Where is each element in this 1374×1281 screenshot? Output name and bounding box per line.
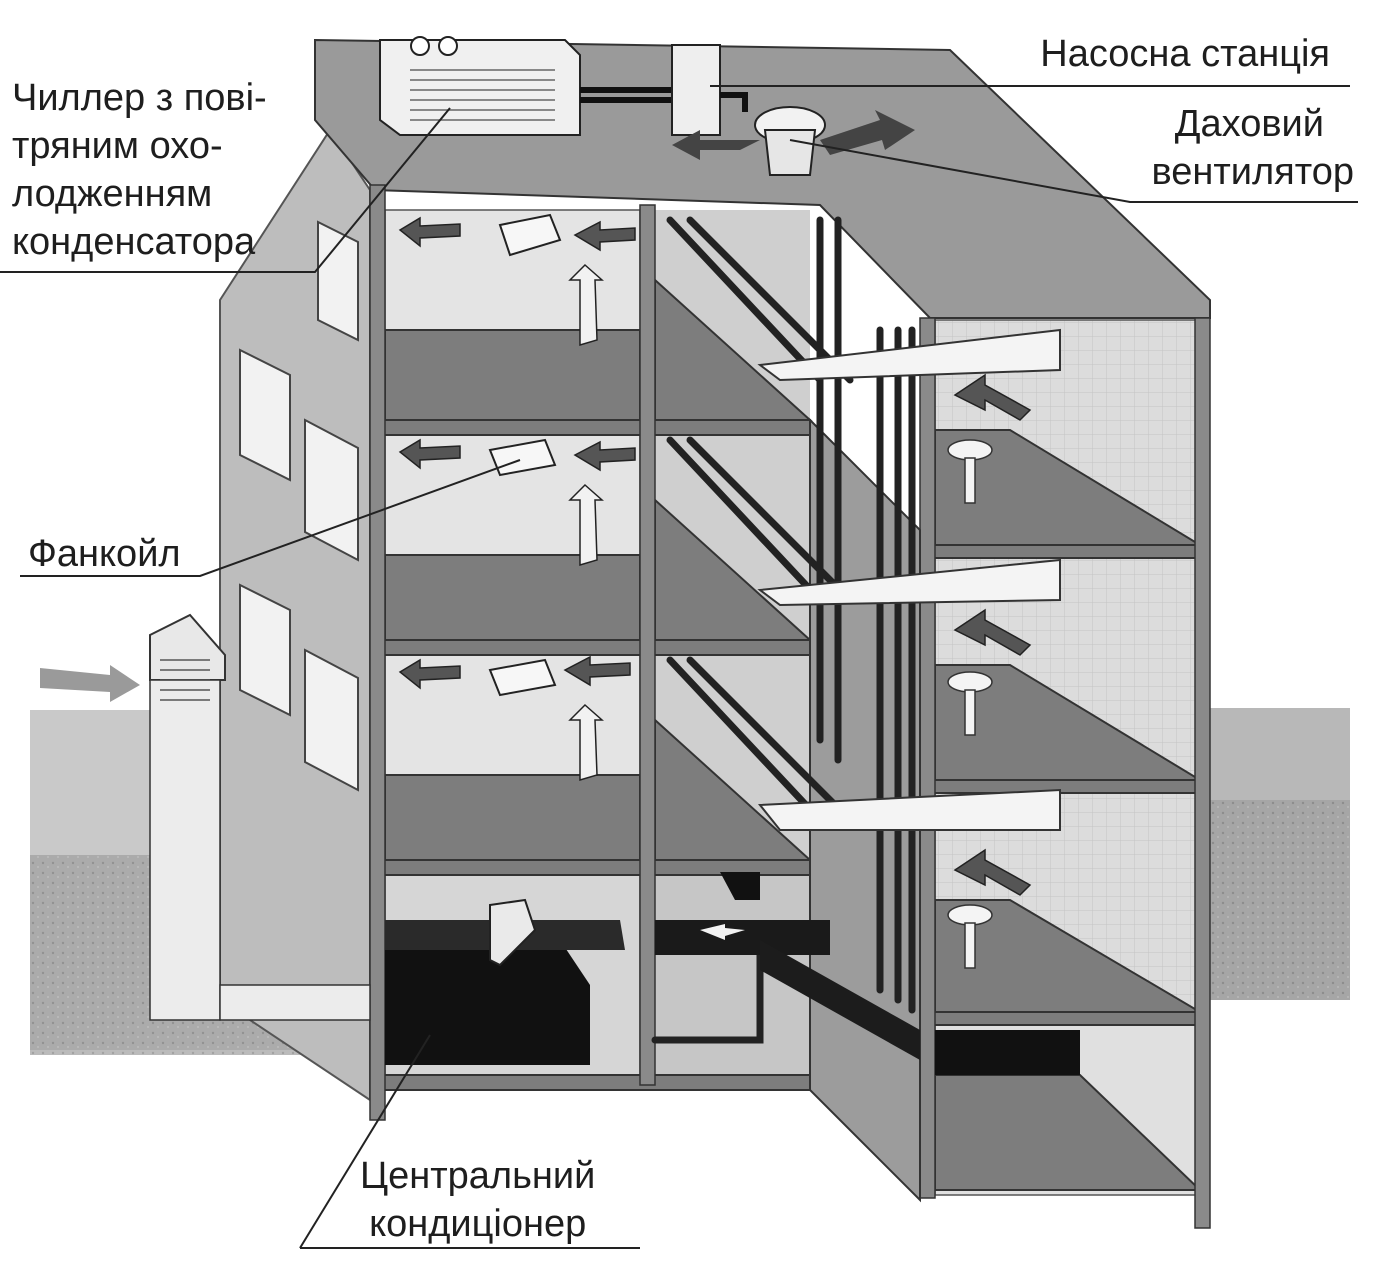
central-ac-unit	[385, 872, 1080, 1075]
label-fancoil: Фанкойл	[28, 533, 181, 575]
window	[239, 220, 359, 792]
pipe-risers	[651, 216, 916, 1044]
label-central-ac-line: кондиціонер	[369, 1203, 587, 1245]
label-chiller: Чиллер з пові- тряним охо- лодженням кон…	[12, 74, 267, 266]
roof-fan-unit	[672, 106, 915, 176]
air-intake	[40, 613, 371, 1021]
structural-columns	[369, 184, 1211, 1229]
supply-arrow	[568, 263, 604, 782]
label-roof-fan: Даховий вентилятор	[1151, 100, 1354, 196]
leader-lines	[0, 85, 1358, 1249]
fancoil-unit	[488, 213, 562, 697]
label-central-ac-line: Центральний	[360, 1155, 596, 1197]
label-chiller-line: лодженням	[12, 173, 213, 215]
airflow-arrow	[398, 216, 1032, 896]
label-chiller-line: конденсатора	[12, 221, 256, 263]
label-central-ac: Центральний кондиціонер	[360, 1152, 595, 1248]
washbasin	[947, 439, 993, 969]
label-roof-fan-line: Даховий	[1174, 103, 1324, 145]
pump-station-unit	[671, 44, 748, 136]
label-roof-fan-line: вентилятор	[1151, 151, 1354, 193]
label-chiller-line: Чиллер з пові-	[12, 77, 267, 119]
label-chiller-line: тряним охо-	[12, 125, 223, 167]
label-pump-station: Насосна станція	[1040, 33, 1330, 75]
air-ducts	[757, 328, 1061, 831]
facade-wall	[219, 128, 371, 1102]
floor-slabs	[374, 277, 1206, 1191]
chiller-unit	[379, 36, 680, 136]
